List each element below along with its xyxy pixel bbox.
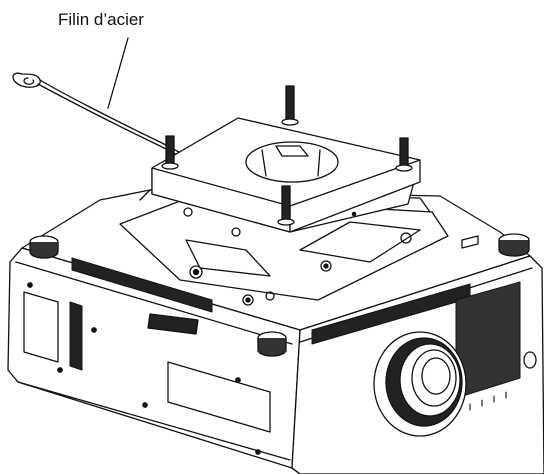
ceiling-mount-plate <box>151 117 421 233</box>
side-panels <box>23 282 271 455</box>
mounting-bolts <box>161 85 413 226</box>
adjustable-feet <box>29 233 530 357</box>
callout-leader-line <box>107 37 129 109</box>
projector-lens <box>373 331 467 437</box>
front-vent-grille <box>69 257 521 399</box>
top-label-plate <box>461 235 479 249</box>
ir-sensor <box>523 351 537 369</box>
steel-wire-callout-label: Filin d’acier <box>58 10 144 29</box>
indicator-marks <box>469 391 507 411</box>
